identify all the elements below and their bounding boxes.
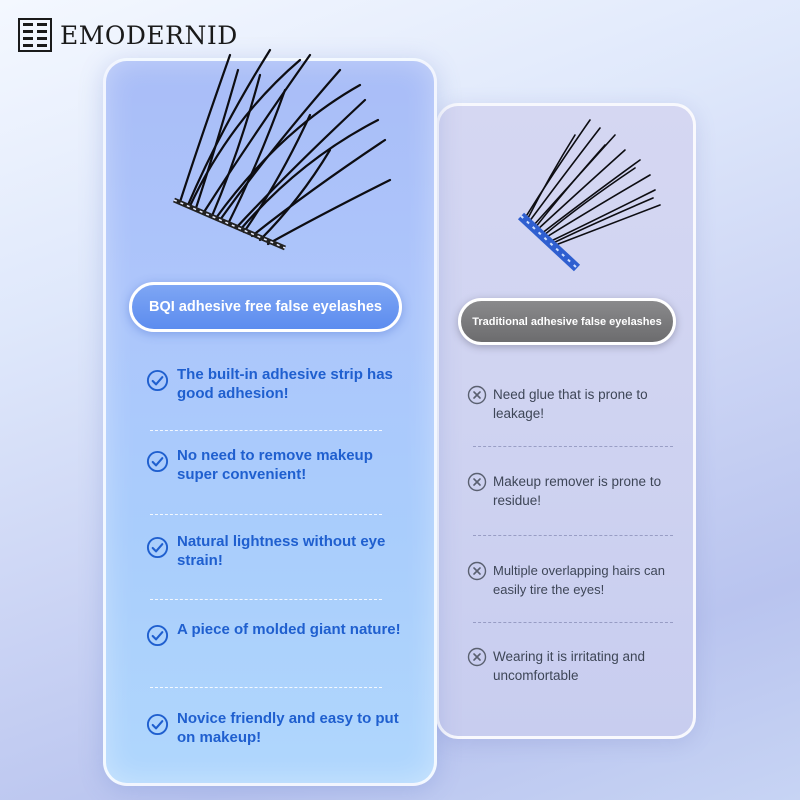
check-circle-icon <box>146 713 169 736</box>
check-circle-icon <box>146 536 169 559</box>
divider <box>473 622 673 623</box>
feature-item: No need to remove makeup super convenien… <box>146 446 416 484</box>
feature-text: A piece of molded giant nature! <box>177 621 401 638</box>
check-circle-icon <box>146 450 169 473</box>
divider <box>150 599 382 600</box>
feature-text: Novice friendly and easy to put on makeu… <box>177 710 399 746</box>
adhesive-free-lash-image <box>173 48 392 251</box>
check-circle-icon <box>146 369 169 392</box>
check-circle-icon <box>146 624 169 647</box>
x-circle-icon <box>467 472 487 492</box>
traditional-lash-image <box>517 119 661 272</box>
brand-header: EMODERNID <box>18 18 238 52</box>
bqi-title-badge: BQI adhesive free false eyelashes <box>129 282 402 332</box>
divider <box>150 514 382 515</box>
traditional-title-badge: Traditional adhesive false eyelashes <box>458 298 676 345</box>
x-circle-icon <box>467 561 487 581</box>
feature-item: A piece of molded giant nature! <box>146 620 416 647</box>
drawback-item: Wearing it is irritating and uncomfortab… <box>467 647 687 685</box>
feature-text: No need to remove makeup super convenien… <box>177 447 373 483</box>
brand-name: EMODERNID <box>60 20 238 50</box>
divider <box>473 535 673 536</box>
divider <box>150 430 382 431</box>
traditional-lashes-card <box>436 103 696 739</box>
feature-item: Novice friendly and easy to put on makeu… <box>146 709 416 747</box>
bqi-lashes-card <box>103 58 437 786</box>
x-circle-icon <box>467 385 487 405</box>
x-circle-icon <box>467 647 487 667</box>
feature-text: The built-in adhesive strip has good adh… <box>177 366 393 402</box>
drawback-text: Multiple overlapping hairs can easily ti… <box>493 563 665 597</box>
divider <box>150 687 382 688</box>
feature-item: Natural lightness without eye strain! <box>146 532 416 570</box>
drawback-text: Makeup remover is prone to residue! <box>493 474 662 508</box>
drawback-item: Makeup remover is prone to residue! <box>467 472 687 510</box>
drawback-item: Multiple overlapping hairs can easily ti… <box>467 561 687 599</box>
drawback-text: Wearing it is irritating and uncomfortab… <box>493 649 646 683</box>
feature-item: The built-in adhesive strip has good adh… <box>146 365 416 403</box>
grid-brand-logo-icon <box>18 18 52 52</box>
feature-text: Natural lightness without eye strain! <box>177 533 386 569</box>
drawback-text: Need glue that is prone to leakage! <box>493 387 648 421</box>
divider <box>473 446 673 447</box>
drawback-item: Need glue that is prone to leakage! <box>467 385 687 423</box>
